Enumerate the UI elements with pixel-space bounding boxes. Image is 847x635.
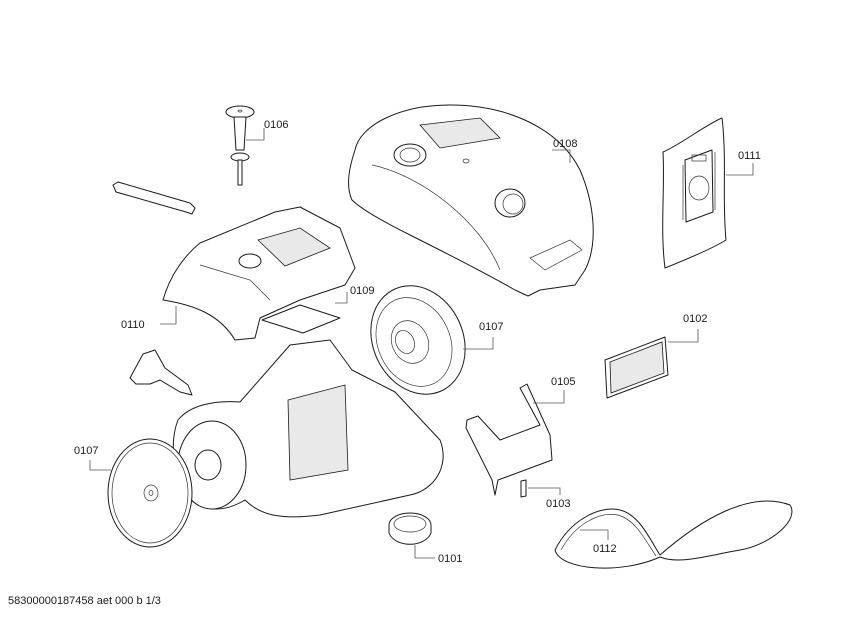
label-0111: 0111 bbox=[738, 150, 761, 162]
part-0108-top-cover[interactable] bbox=[348, 104, 594, 297]
part-strip[interactable] bbox=[112, 181, 196, 215]
part-bracket[interactable] bbox=[129, 349, 193, 396]
part-0103-clip[interactable] bbox=[520, 479, 561, 498]
label-0101: 0101 bbox=[438, 553, 463, 565]
part-0102-filter[interactable] bbox=[604, 329, 699, 399]
part-0112-gasket[interactable] bbox=[554, 500, 793, 569]
label-0109: 0109 bbox=[350, 285, 375, 297]
part-0106-pedal[interactable] bbox=[225, 105, 265, 186]
label-0112: 0112 bbox=[593, 543, 617, 555]
document-id-footer: 58300000187458 aet 000 b 1/3 bbox=[8, 595, 161, 607]
label-0105: 0105 bbox=[551, 376, 576, 388]
part-0111-dust-bag[interactable] bbox=[662, 117, 754, 269]
part-0101-caster[interactable] bbox=[388, 512, 435, 559]
label-0110: 0110 bbox=[121, 319, 145, 331]
part-0107-wheel-left[interactable] bbox=[89, 438, 193, 548]
label-0107-left: 0107 bbox=[74, 445, 99, 457]
label-0103: 0103 bbox=[546, 498, 571, 510]
label-0107-top: 0107 bbox=[479, 321, 504, 333]
part-0109-filter-pad[interactable] bbox=[261, 292, 348, 334]
label-0102: 0102 bbox=[683, 313, 708, 325]
label-0108: 0108 bbox=[553, 138, 578, 150]
label-0106: 0106 bbox=[264, 119, 289, 131]
part-0110-inner-cover[interactable] bbox=[160, 206, 356, 341]
part-0107-wheel-top[interactable] bbox=[354, 270, 494, 410]
part-0105-bag-holder[interactable] bbox=[465, 383, 565, 496]
